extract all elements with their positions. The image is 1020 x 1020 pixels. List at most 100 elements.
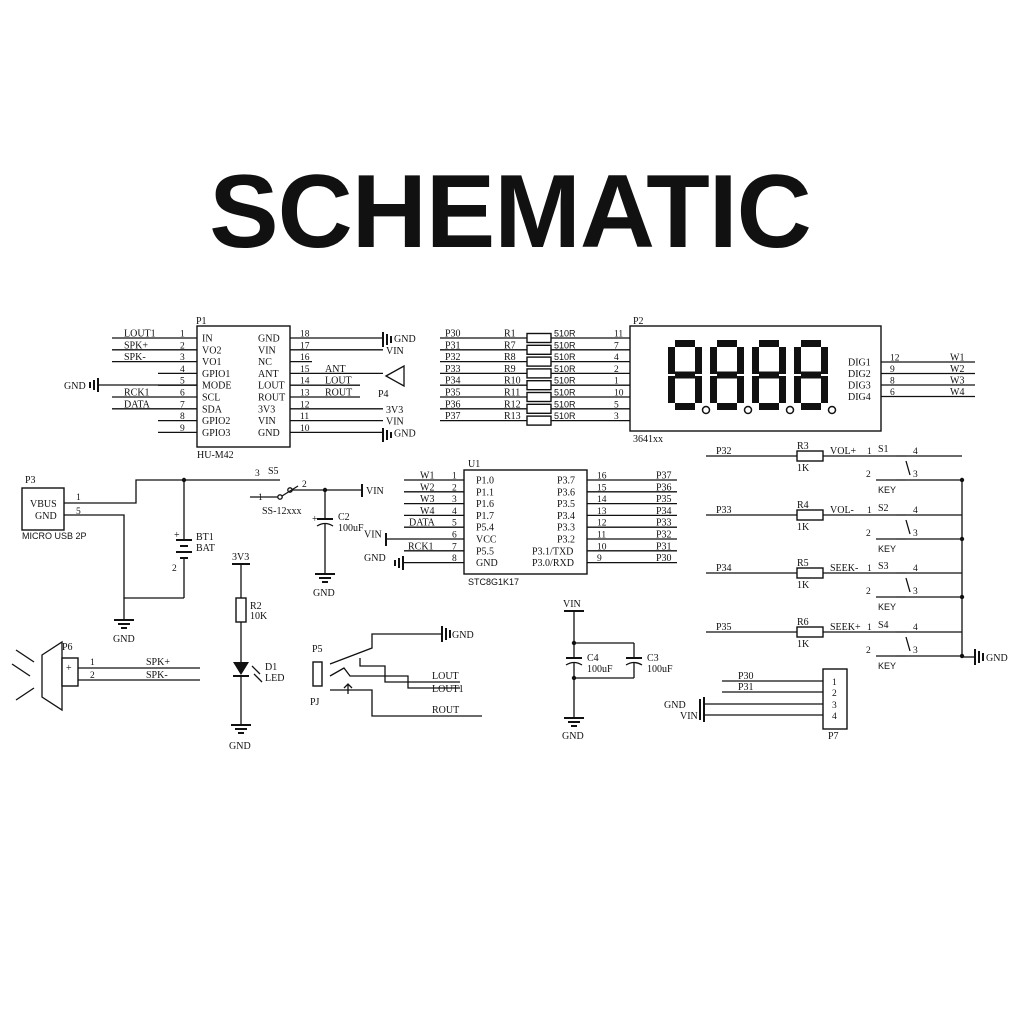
p1-pin-label: VO2 — [202, 345, 221, 356]
key-pin4: 4 — [913, 447, 918, 457]
p7-ref: P7 — [828, 731, 839, 742]
p6-ref: P6 — [62, 642, 73, 653]
u1-pin-number: 9 — [597, 554, 602, 564]
u1-net-label: P35 — [656, 494, 672, 505]
key-resistor-value: 1K — [797, 639, 810, 650]
u1-pin-label: P3.2 — [557, 535, 575, 546]
res-value: 510R — [554, 388, 576, 398]
u1-pin-label: P3.5 — [557, 499, 575, 510]
u1-pin-label: P5.5 — [476, 546, 494, 557]
p1-pin-label: GPIO3 — [202, 428, 230, 439]
u1-net-label: W3 — [420, 494, 434, 505]
key-part: KEY — [878, 544, 896, 554]
seven-seg-segment — [801, 371, 821, 379]
u1-pin-label: P3.6 — [557, 487, 575, 498]
seven-seg-segment — [675, 371, 695, 379]
resistor-body — [526, 380, 552, 391]
p1-net-label: SPK+ — [124, 340, 148, 351]
resistor-body — [526, 356, 552, 367]
res-pin: 7 — [614, 341, 619, 351]
p1-pin-label: 3V3 — [258, 404, 275, 415]
p4-antenna-symbol — [384, 364, 405, 388]
u1-pin-label: P3.0/RXD — [532, 558, 574, 569]
p1-pin-number: 1 — [180, 330, 185, 340]
res-ref: R11 — [504, 388, 520, 399]
seven-seg-segment — [821, 347, 828, 374]
u1-pin-number: 2 — [452, 483, 457, 493]
key-resistor-ref: R5 — [797, 558, 809, 569]
res-pin: 4 — [614, 353, 619, 363]
u1-pin-label: P1.6 — [476, 499, 494, 510]
p1-pin-label: SDA — [202, 404, 223, 415]
u1-net-label: P37 — [656, 471, 672, 482]
p1-pin-number: 7 — [180, 400, 185, 410]
p1-gnd-label: GND — [64, 381, 86, 392]
res-ref: R13 — [504, 411, 521, 422]
gnd-label-c2: GND — [313, 588, 335, 599]
res-net: P37 — [445, 411, 461, 422]
seven-seg-segment — [801, 403, 821, 410]
p5-lout: LOUT — [432, 671, 459, 682]
seven-seg-segment — [695, 347, 702, 374]
u1-pin-label: VCC — [476, 535, 497, 546]
key-pin2: 2 — [866, 646, 871, 656]
seven-seg-segment — [737, 347, 744, 374]
r2-value: 10K — [250, 611, 268, 622]
display-digit-label: DIG3 — [848, 381, 871, 392]
u1-body — [463, 469, 588, 575]
key-switch-ref: S4 — [878, 620, 889, 631]
u1-net-label: W1 — [420, 471, 434, 482]
bt1-pin2: 2 — [172, 564, 177, 574]
u1-net-label: P34 — [656, 506, 672, 517]
key-pin1: 1 — [867, 447, 872, 457]
u1-pin-number: 10 — [597, 542, 607, 552]
p1-pin-number: 10 — [300, 424, 310, 434]
key-pin1: 1 — [867, 506, 872, 516]
resistor-body — [526, 415, 552, 426]
p1-pin-label: GND — [258, 428, 280, 439]
seven-seg-segment — [695, 376, 702, 403]
u1-net-label: W2 — [420, 482, 434, 493]
s5-pin3: 3 — [255, 469, 260, 479]
gnd-label-p3: GND — [113, 634, 135, 645]
key-junction — [959, 594, 965, 600]
seven-seg-segment — [779, 347, 786, 374]
c4-value: 100uF — [587, 664, 613, 675]
p1-pin-label: GPIO1 — [202, 369, 230, 380]
c2-plus: + — [312, 514, 318, 525]
key-pin2: 2 — [866, 587, 871, 597]
res-net: P32 — [445, 352, 461, 363]
u1-pin-number: 1 — [452, 472, 457, 482]
p3-body — [21, 487, 65, 531]
key-resistor-body — [796, 626, 824, 638]
key-pin3: 3 — [913, 646, 918, 656]
p1-net-label: GND — [394, 334, 416, 345]
key-part: KEY — [878, 602, 896, 612]
p1-net-label: LOUT — [325, 376, 352, 387]
p6-pin2: 2 — [90, 671, 95, 681]
p1-pin-label: SCL — [202, 393, 220, 404]
p1-pin-number: 9 — [180, 424, 185, 434]
res-value: 510R — [554, 411, 576, 421]
u1-pin-number: 14 — [597, 495, 607, 505]
res-net: P31 — [445, 340, 461, 351]
key-resistor-value: 1K — [797, 463, 810, 474]
res-ref: R12 — [504, 399, 521, 410]
u1-net-label: W4 — [420, 506, 434, 517]
display-digit-label: DIG1 — [848, 358, 871, 369]
p7-pin: 4 — [832, 712, 837, 722]
u1-pin-number: 7 — [452, 542, 457, 552]
p1-pin-number: 2 — [180, 341, 185, 351]
p1-net-label: VIN — [386, 346, 404, 357]
key-pin3: 3 — [913, 587, 918, 597]
u1-net-label: P31 — [656, 541, 672, 552]
display-digit-net: W4 — [950, 387, 964, 398]
c3-ref: C3 — [647, 653, 659, 664]
s5-pin2: 2 — [302, 480, 307, 490]
p1-net-label: DATA — [124, 399, 151, 410]
p1-body — [196, 325, 291, 448]
resistor-body — [526, 403, 552, 414]
p7-pin: 3 — [832, 701, 837, 711]
